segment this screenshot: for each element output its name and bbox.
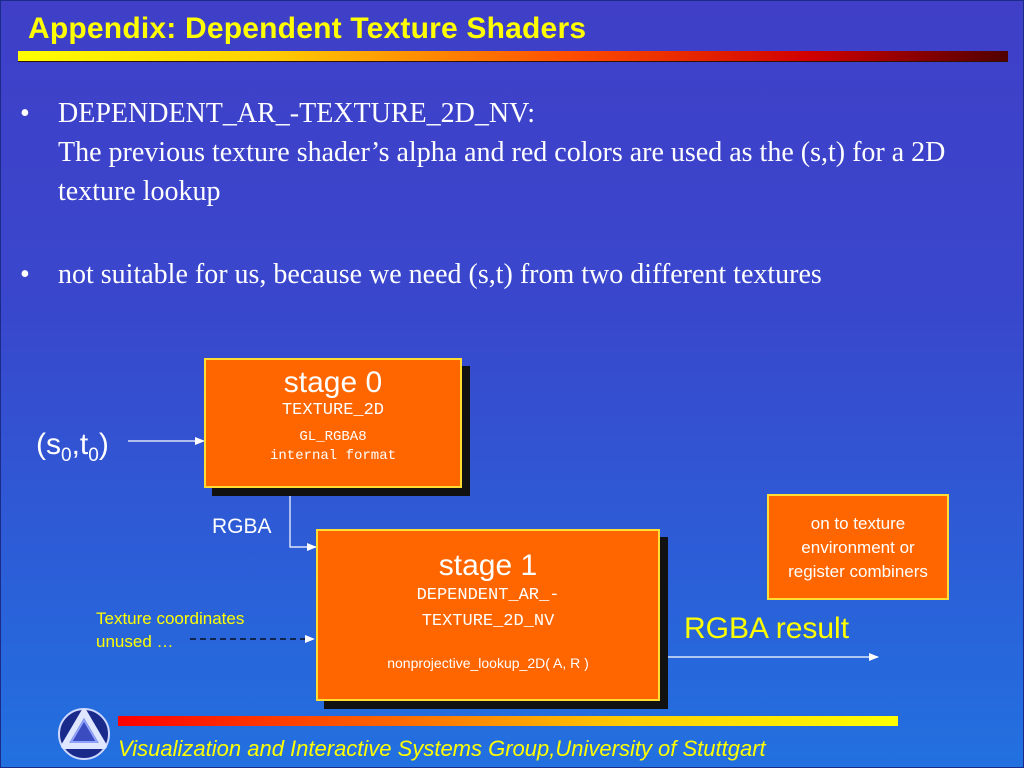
bullet-1-body: The previous texture shader’s alpha and … — [58, 137, 946, 207]
stage0-mode: TEXTURE_2D — [281, 401, 385, 420]
stage0-title: stage 0 — [283, 366, 383, 399]
stage1-box: stage 1 DEPENDENT_AR_- TEXTURE_2D_NV non… — [316, 529, 660, 701]
stage1-lookup: nonprojective_lookup_2D( A, R ) — [387, 655, 589, 671]
note-line3: register combiners — [788, 562, 928, 581]
stage1-mode-line1: DEPENDENT_AR_- — [416, 586, 560, 605]
stage0-format-line2: internal format — [269, 448, 397, 464]
stage0-to-stage1-arrow — [289, 488, 317, 551]
input-coords-label: (s0,t0) — [36, 428, 109, 466]
bullet-2-text: not suitable for us, because we need (s,… — [58, 259, 822, 290]
texcoord-unused-label: Texture coordinates unused … — [96, 609, 245, 651]
note-line2: environment or — [801, 538, 915, 557]
slide-title: Appendix: Dependent Texture Shaders — [28, 12, 587, 45]
title-underline-bar — [18, 51, 1008, 62]
note-box: on to texture environment or register co… — [767, 494, 949, 600]
vis-group-logo-icon — [56, 706, 112, 762]
bullet-marker: • — [20, 259, 30, 290]
rgba-label: RGBA — [212, 515, 272, 538]
bullet-marker: • — [20, 98, 30, 129]
stage1-title: stage 1 — [438, 549, 538, 582]
rgba-result-label: RGBA result — [684, 612, 850, 645]
bullet-item-1: • DEPENDENT_AR_-TEXTURE_2D_NV: The previ… — [20, 94, 1010, 211]
bullet-list: • DEPENDENT_AR_-TEXTURE_2D_NV: The previ… — [20, 94, 1010, 294]
note-line1: on to texture — [810, 514, 906, 533]
stage0-box: stage 0 TEXTURE_2D GL_RGBA8 internal for… — [204, 358, 462, 488]
bullet-item-2: • not suitable for us, because we need (… — [20, 255, 1010, 294]
bullet-1-heading: DEPENDENT_AR_-TEXTURE_2D_NV: — [58, 98, 535, 129]
stage0-format-line1: GL_RGBA8 — [299, 429, 367, 445]
footer-gradient-bar — [118, 716, 898, 726]
footer-text: Visualization and Interactive Systems Gr… — [118, 736, 766, 761]
stage1-mode-line2: TEXTURE_2D_NV — [421, 612, 555, 631]
